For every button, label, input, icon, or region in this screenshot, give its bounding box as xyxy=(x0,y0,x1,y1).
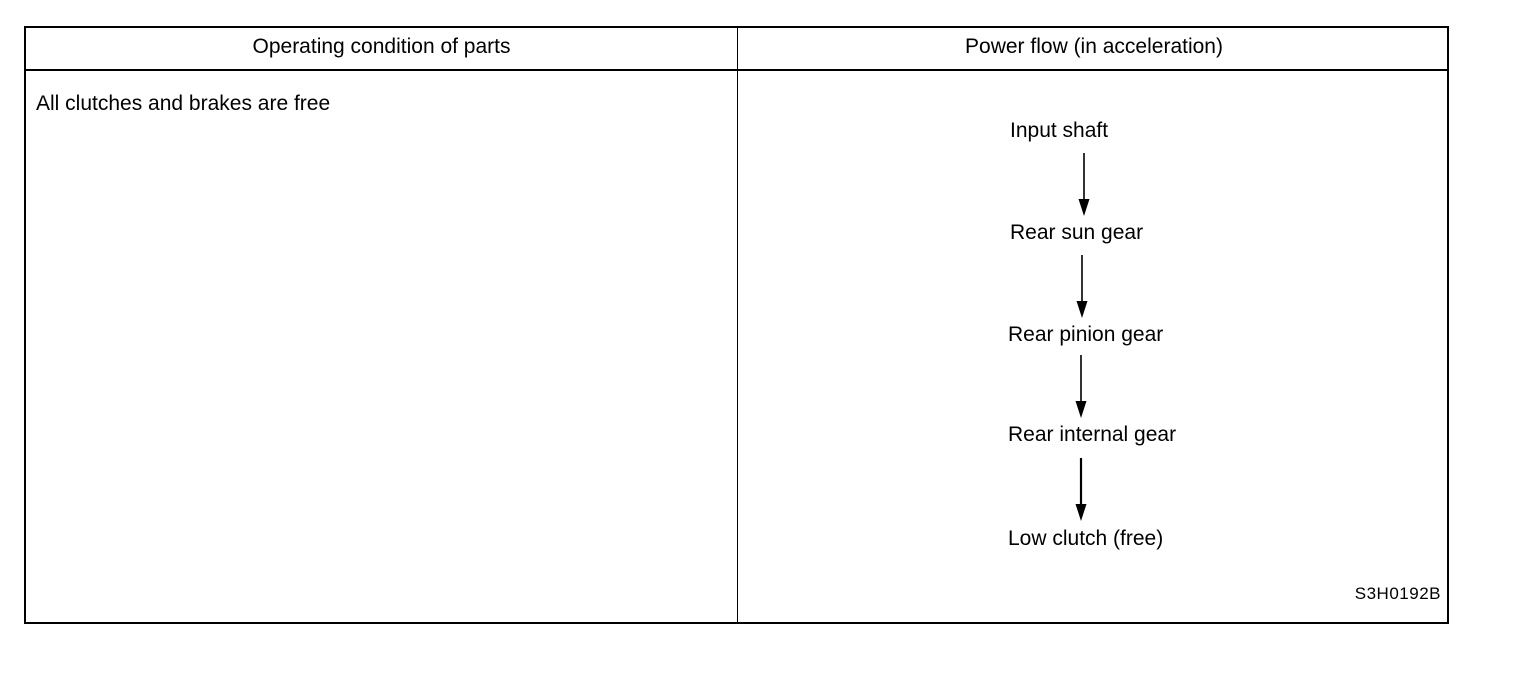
column-divider xyxy=(737,28,738,622)
flow-step-input-shaft: Input shaft xyxy=(1010,119,1109,142)
flow-arrow-down-icon xyxy=(1075,458,1087,521)
flow-arrow-down-icon xyxy=(1076,255,1088,318)
flow-step-rear-internal-gear: Rear internal gear xyxy=(1008,423,1177,446)
header-operating-condition: Operating condition of parts xyxy=(252,35,511,58)
operating-condition-text: All clutches and brakes are free xyxy=(36,92,331,115)
flow-arrow-down-icon xyxy=(1075,355,1087,418)
flow-step-rear-pinion-gear: Rear pinion gear xyxy=(1008,323,1164,346)
flow-step-rear-sun-gear: Rear sun gear xyxy=(1010,221,1144,244)
header-power-flow: Power flow (in acceleration) xyxy=(965,35,1223,58)
flow-arrow-down-icon xyxy=(1078,153,1090,216)
power-flow-table: Operating condition of parts Power flow … xyxy=(24,26,1449,624)
header-divider xyxy=(26,69,1447,71)
flow-step-low-clutch: Low clutch (free) xyxy=(1008,527,1164,550)
figure-code: S3H0192B xyxy=(1354,584,1441,603)
